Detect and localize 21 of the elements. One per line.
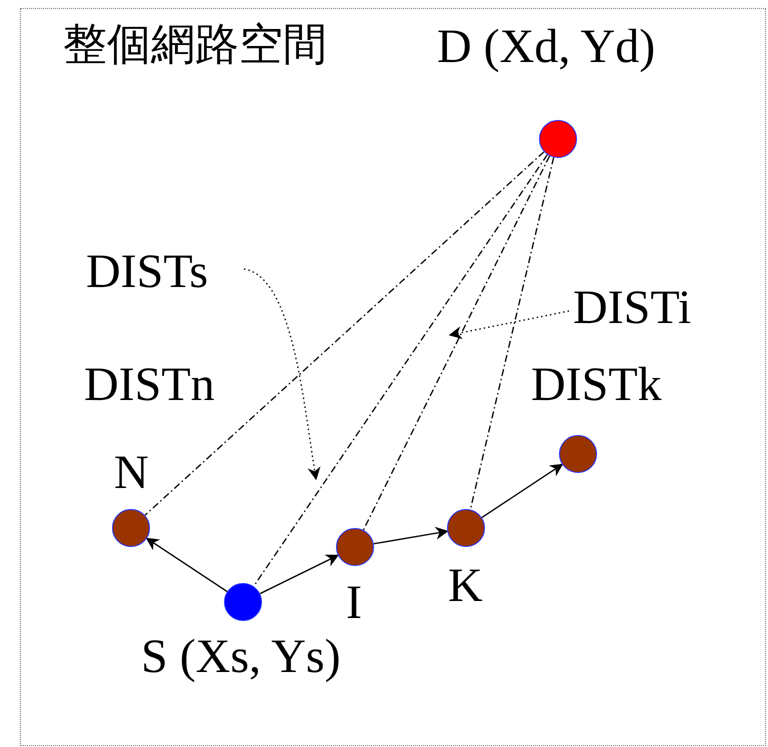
node-label: D (Xd, Yd) xyxy=(437,23,656,71)
distance-line xyxy=(470,157,554,510)
distance-line xyxy=(253,154,548,587)
arrow xyxy=(482,464,564,518)
distance-label: DISTn xyxy=(84,361,215,409)
node-label: N xyxy=(114,449,149,497)
distance-line xyxy=(362,156,550,530)
leader-arrow xyxy=(448,310,570,340)
node-label: I xyxy=(346,579,362,627)
node-label: K xyxy=(448,562,483,610)
frame-border xyxy=(20,8,766,746)
distance-label: DISTk xyxy=(531,361,662,409)
distance-label: DISTi xyxy=(573,284,692,332)
distance-line xyxy=(144,151,544,516)
leader-arrow xyxy=(244,268,321,480)
arrow xyxy=(260,554,340,594)
arrow xyxy=(146,538,228,592)
node-label: S (Xs, Ys) xyxy=(141,633,341,681)
distance-label: DISTs xyxy=(86,248,208,296)
arrow xyxy=(374,526,449,544)
title-text: 整個網路空間 xyxy=(63,23,327,67)
